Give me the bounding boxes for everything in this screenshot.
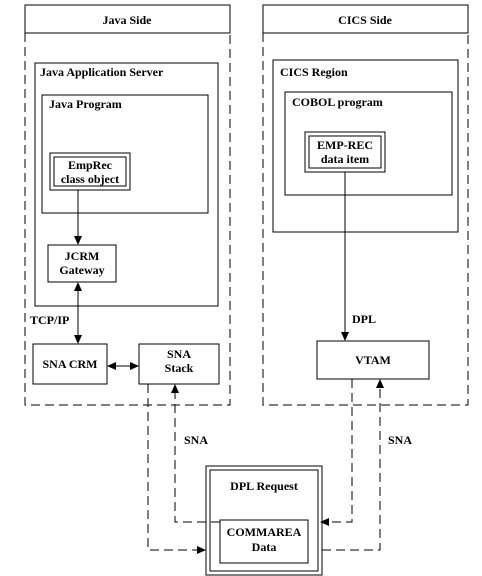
vtam-to-request-sna-arrow <box>320 379 353 526</box>
java-side-border <box>24 33 231 406</box>
crm-stack-connector <box>107 362 139 370</box>
emprec-class-object: EmpRec class object <box>49 152 131 191</box>
cobol-program-label: COBOL program <box>292 95 383 109</box>
emp-rec-line-1: EMP-REC <box>317 138 373 152</box>
sna-stack-line-2: Stack <box>165 361 194 375</box>
commarea-line-1: COMMAREA <box>227 525 302 539</box>
jcrm-line-2: Gateway <box>59 263 104 277</box>
cics-side-border <box>262 33 469 406</box>
jcrm-line-1: JCRM <box>65 249 100 263</box>
stack-to-request-sna-arrow <box>147 384 206 554</box>
request-to-vtam-sna-arrow <box>322 379 384 551</box>
sna-crm: SNA CRM <box>32 343 108 385</box>
vtam-label: VTAM <box>355 353 391 367</box>
emprec-to-jcrm-arrow <box>74 190 82 245</box>
sna-crm-label: SNA CRM <box>42 357 97 371</box>
sna-stack: SNA Stack <box>138 343 220 385</box>
java-side-title-box <box>24 4 231 34</box>
sna-left-label: SNA <box>184 433 208 447</box>
dpl-request-label: DPL Request <box>230 479 298 493</box>
emprec-line-2: class object <box>61 172 119 186</box>
java-side-panel: Java Side <box>24 4 231 406</box>
vtam: VTAM <box>316 340 430 380</box>
cics-side-title: CICS Side <box>338 13 392 27</box>
dpl-label: DPL <box>352 312 376 326</box>
cics-side-title-box <box>262 4 469 34</box>
java-program-label: Java Program <box>49 97 122 111</box>
sna-stack-line-1: SNA <box>167 347 191 361</box>
java-app-server-label: Java Application Server <box>40 65 164 79</box>
emp-rec-to-vtam-arrow <box>341 172 349 341</box>
tcpip-label: TCP/IP <box>30 313 69 327</box>
commarea-data: COMMAREA Data <box>219 519 309 564</box>
emprec-line-1: EmpRec <box>68 158 113 172</box>
commarea-line-2: Data <box>252 540 277 554</box>
request-to-stack-sna-arrow <box>171 384 220 523</box>
java-side-title: Java Side <box>102 13 152 27</box>
cics-region-label: CICS Region <box>280 65 348 79</box>
tcpip-connector <box>74 282 82 344</box>
jcrm-gateway: JCRM Gateway <box>47 244 117 283</box>
cics-side-panel: CICS Side <box>262 4 469 406</box>
emp-rec-data-item: EMP-REC data item <box>304 131 386 173</box>
emp-rec-line-2: data item <box>321 152 369 166</box>
sna-right-label: SNA <box>388 433 412 447</box>
